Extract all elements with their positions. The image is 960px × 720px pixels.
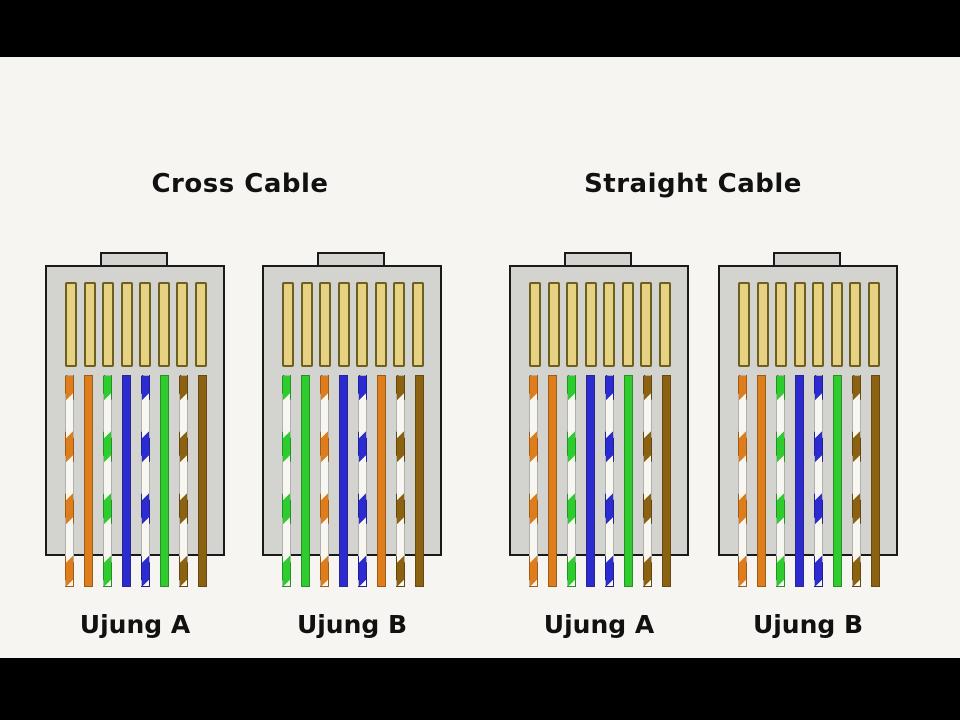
wire-blue bbox=[122, 375, 131, 587]
wire-white-brown bbox=[643, 375, 652, 587]
wire-brown bbox=[871, 375, 880, 587]
pin-1 bbox=[282, 282, 294, 367]
pin-1 bbox=[65, 282, 77, 367]
pin-8 bbox=[194, 282, 207, 367]
wire-white-brown bbox=[852, 375, 861, 587]
wire-green bbox=[624, 375, 633, 587]
rj45-connector-cross-a: Ujung A bbox=[45, 252, 225, 652]
wire-blue bbox=[795, 375, 804, 587]
pin-8 bbox=[411, 282, 424, 367]
wire-orange bbox=[548, 375, 557, 587]
wire-orange bbox=[757, 375, 766, 587]
pin-5 bbox=[603, 282, 616, 367]
end-label-cross-b: Ujung B bbox=[296, 610, 408, 639]
connector-body bbox=[509, 265, 689, 587]
pin-3 bbox=[102, 282, 115, 367]
rj45-connector-straight-b: Ujung B bbox=[718, 252, 898, 652]
pin-5 bbox=[356, 282, 369, 367]
wire-white-green bbox=[103, 375, 112, 587]
connector-body bbox=[718, 265, 898, 587]
wire-white-blue bbox=[605, 375, 614, 587]
wire-brown bbox=[662, 375, 671, 587]
wire-white-orange bbox=[529, 375, 538, 587]
end-label-straight-b: Ujung B bbox=[752, 610, 864, 639]
pin-row bbox=[65, 282, 207, 367]
wire-orange bbox=[84, 375, 93, 587]
end-label-straight-a: Ujung A bbox=[543, 610, 655, 639]
pin-6 bbox=[157, 282, 170, 367]
wire-row bbox=[65, 375, 207, 587]
pin-6 bbox=[830, 282, 843, 367]
wire-green bbox=[160, 375, 169, 587]
pin-5 bbox=[139, 282, 152, 367]
pin-2 bbox=[756, 282, 769, 367]
rj45-connector-cross-b: Ujung B bbox=[262, 252, 442, 652]
pin-4 bbox=[337, 282, 350, 367]
pin-1 bbox=[529, 282, 541, 367]
wire-row bbox=[282, 375, 424, 587]
cross-cable-title: Cross Cable bbox=[151, 169, 329, 199]
straight-cable-title: Straight Cable bbox=[584, 169, 802, 199]
wire-white-orange bbox=[320, 375, 329, 587]
wire-green bbox=[833, 375, 842, 587]
wire-white-orange bbox=[65, 375, 74, 587]
pin-7 bbox=[393, 282, 406, 367]
pin-3 bbox=[319, 282, 332, 367]
wire-row bbox=[529, 375, 671, 587]
wire-brown bbox=[415, 375, 424, 587]
pin-2 bbox=[83, 282, 96, 367]
wire-white-orange bbox=[738, 375, 747, 587]
pin-2 bbox=[300, 282, 313, 367]
pin-6 bbox=[621, 282, 634, 367]
wire-blue bbox=[339, 375, 348, 587]
wire-row bbox=[738, 375, 880, 587]
pin-6 bbox=[374, 282, 387, 367]
pin-row bbox=[738, 282, 880, 367]
pin-4 bbox=[120, 282, 133, 367]
wire-orange bbox=[377, 375, 386, 587]
wire-white-green bbox=[776, 375, 785, 587]
wire-white-green bbox=[567, 375, 576, 587]
pin-4 bbox=[793, 282, 806, 367]
pin-3 bbox=[566, 282, 579, 367]
pin-4 bbox=[584, 282, 597, 367]
connector-body bbox=[45, 265, 225, 587]
end-label-cross-a: Ujung A bbox=[79, 610, 191, 639]
pin-8 bbox=[658, 282, 671, 367]
wire-brown bbox=[198, 375, 207, 587]
pin-5 bbox=[812, 282, 825, 367]
wire-white-green bbox=[282, 375, 291, 587]
pin-7 bbox=[640, 282, 653, 367]
wire-white-brown bbox=[396, 375, 405, 587]
pin-row bbox=[529, 282, 671, 367]
pin-row bbox=[282, 282, 424, 367]
wire-white-blue bbox=[141, 375, 150, 587]
pin-8 bbox=[867, 282, 880, 367]
pin-2 bbox=[547, 282, 560, 367]
connector-body bbox=[262, 265, 442, 587]
wire-white-blue bbox=[814, 375, 823, 587]
wire-green bbox=[301, 375, 310, 587]
pin-1 bbox=[738, 282, 750, 367]
pin-7 bbox=[849, 282, 862, 367]
wire-white-blue bbox=[358, 375, 367, 587]
wire-white-brown bbox=[179, 375, 188, 587]
rj45-connector-straight-a: Ujung A bbox=[509, 252, 689, 652]
pin-3 bbox=[775, 282, 788, 367]
pin-7 bbox=[176, 282, 189, 367]
wire-blue bbox=[586, 375, 595, 587]
diagram-panel: Cross Cable Straight Cable Ujung A Ujung… bbox=[0, 57, 960, 658]
